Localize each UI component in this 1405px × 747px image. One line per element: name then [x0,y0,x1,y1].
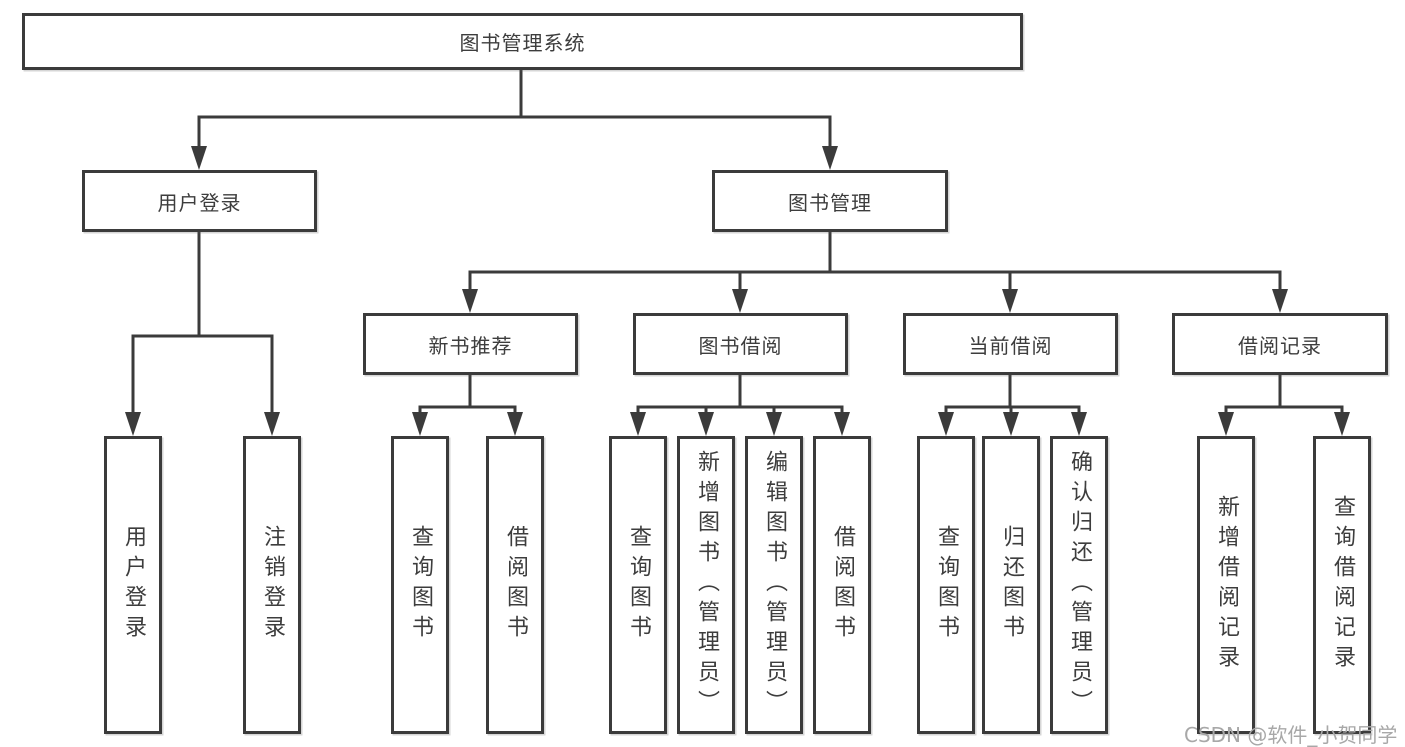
connector-current-borrow-branch [938,373,1087,436]
connector-new-book-branch [412,373,523,436]
connector-root-to-level2 [191,68,838,170]
col-add-books-admin: 新增图书（管理员） [677,436,735,734]
col-query-books-current: 查询图书 [917,436,975,734]
box-current-borrow: 当前借阅 [903,313,1118,375]
col-query-borrow-record: 查询借阅记录 [1313,436,1371,734]
col-query-books-recommend: 查询图书 [391,436,449,734]
connector-borrow-records-branch [1218,373,1350,436]
col-user-login: 用户登录 [104,436,162,734]
col-borrow-books: 借阅图书 [813,436,871,734]
connector-user-login-branch [125,230,280,436]
box-user-login: 用户登录 [82,170,317,232]
box-new-book-recommend: 新书推荐 [363,313,578,375]
box-book-borrow: 图书借阅 [633,313,848,375]
box-library-management-system: 图书管理系统 [22,13,1023,70]
connector-book-management-branch [462,230,1288,313]
col-return-books: 归还图书 [982,436,1040,734]
col-borrow-books-recommend: 借阅图书 [486,436,544,734]
col-add-borrow-record: 新增借阅记录 [1197,436,1255,734]
box-book-management: 图书管理 [712,170,948,232]
connector-book-borrow-branch [630,373,850,436]
col-query-books-borrow: 查询图书 [609,436,667,734]
box-borrow-records: 借阅记录 [1172,313,1388,375]
watermark: CSDN @软件_小贺同学 [1184,723,1398,747]
col-logout: 注销登录 [243,436,301,734]
col-confirm-return-admin: 确认归还（管理员） [1050,436,1108,734]
col-edit-books-admin: 编辑图书（管理员） [745,436,803,734]
